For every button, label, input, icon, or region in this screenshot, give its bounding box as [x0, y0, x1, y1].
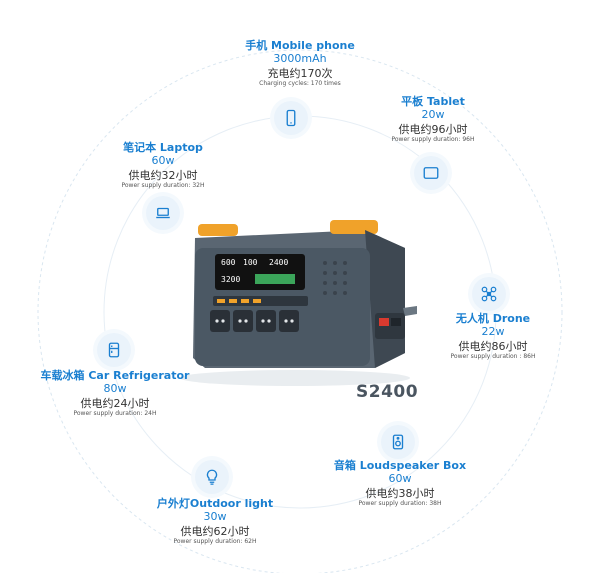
model-name: S2400	[356, 382, 419, 402]
device-tablet-metric-cn: 供电约96小时	[398, 123, 468, 137]
display-left-top: 600	[221, 258, 236, 267]
phone-icon	[274, 101, 308, 135]
device-speaker-metric-en: Power supply duration: 38H	[358, 499, 442, 507]
device-tablet-power: 20w	[421, 107, 445, 121]
device-phone: 手机 Mobile phone 3000mAh 充电约170次 Charging…	[210, 39, 390, 88]
device-fridge-name: 车载冰箱 Car Refrigerator	[40, 369, 190, 382]
device-phone-metric-cn: 充电约170次	[267, 67, 333, 81]
device-tablet: 平板 Tablet 20w 供电约96小时 Power supply durat…	[378, 95, 488, 144]
device-laptop-metric-cn: 供电约32小时	[128, 169, 198, 183]
device-tablet-name: 平板 Tablet	[401, 95, 465, 108]
display-left-mid: 100	[243, 258, 258, 267]
device-light-name: 户外灯Outdoor light	[156, 497, 274, 510]
device-fridge: 车载冰箱 Car Refrigerator 80w 供电约24小时 Power …	[40, 369, 190, 418]
device-drone: 无人机 Drone 22w 供电约86小时 Power supply durat…	[428, 312, 558, 361]
power-station-image: 600 100 2400 3200	[180, 220, 417, 386]
device-phone-name: 手机 Mobile phone	[245, 39, 355, 52]
device-drone-name: 无人机 Drone	[455, 312, 531, 325]
device-drone-power: 22w	[481, 324, 505, 338]
device-speaker-metric-cn: 供电约38小时	[365, 487, 435, 501]
device-light: 户外灯Outdoor light 30w 供电约62小时 Power suppl…	[140, 497, 290, 546]
device-phone-metric-en: Charging cycles: 170 times	[259, 79, 341, 87]
device-laptop-name: 笔记本 Laptop	[123, 141, 203, 154]
device-speaker-power: 60w	[388, 471, 412, 485]
device-drone-metric-cn: 供电约86小时	[458, 340, 528, 354]
device-tablet-metric-en: Power supply duration: 96H	[391, 135, 475, 143]
device-laptop-metric-en: Power supply duration: 32H	[121, 181, 205, 189]
display-left-bottom: 3200	[221, 275, 240, 284]
device-speaker: 音箱 Loudspeaker Box 60w 供电约38小时 Power sup…	[325, 459, 475, 508]
device-light-power: 30w	[203, 509, 227, 523]
laptop-icon	[146, 196, 180, 230]
device-light-metric-en: Power supply duration: 62H	[173, 537, 257, 545]
device-speaker-name: 音箱 Loudspeaker Box	[333, 459, 467, 472]
device-laptop-power: 60w	[151, 153, 175, 167]
tablet-icon	[414, 156, 448, 190]
device-fridge-power: 80w	[103, 381, 127, 395]
refrigerator-icon	[97, 333, 131, 367]
device-phone-capacity: 3000mAh	[273, 51, 327, 65]
speaker-icon	[381, 425, 415, 459]
device-light-metric-cn: 供电约62小时	[180, 525, 250, 539]
device-fridge-metric-cn: 供电约24小时	[80, 397, 150, 411]
drone-icon	[472, 277, 506, 311]
device-drone-metric-en: Power supply duration : 86H	[450, 352, 536, 360]
device-laptop: 笔记本 Laptop 60w 供电约32小时 Power supply dura…	[108, 141, 218, 190]
lightbulb-icon	[195, 460, 229, 494]
display-right-top: 2400	[269, 258, 288, 267]
device-fridge-metric-en: Power supply duration: 24H	[73, 409, 157, 417]
